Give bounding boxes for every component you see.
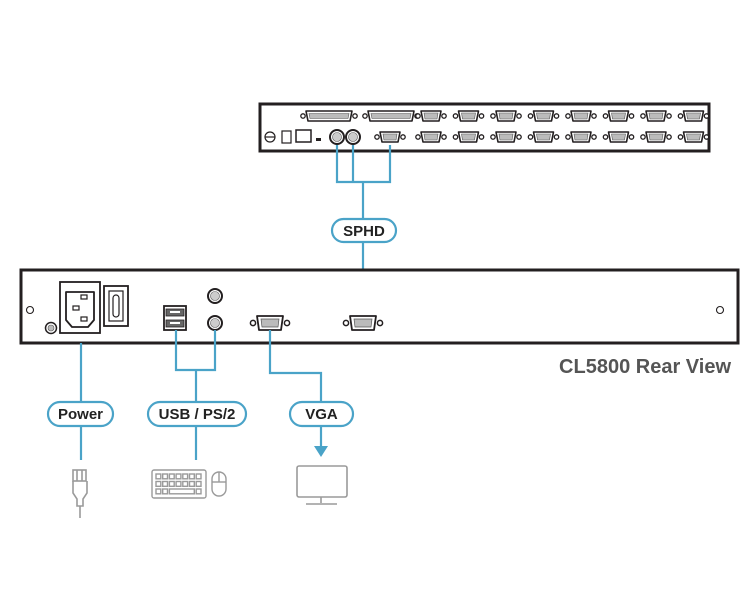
power-jack: [281, 130, 292, 144]
keyboard-key: [168, 473, 175, 480]
power-plug-icon: [72, 469, 88, 518]
ps2-port-bottom: [207, 315, 223, 331]
keyboard-icon: [151, 469, 207, 499]
keyboard-key: [161, 480, 169, 488]
keyboard-key: [175, 473, 182, 480]
vga-label: VGA: [288, 400, 355, 428]
keyboard-key: [195, 473, 202, 480]
keyboard-key: [155, 473, 162, 480]
sphd-label: SPHD: [330, 217, 398, 244]
ps2-port-keyboard: [329, 129, 345, 145]
keyboard-key: [175, 480, 182, 488]
keyboard-spacebar: [168, 488, 195, 495]
usb-ps2-label-text: USB / PS/2: [159, 406, 236, 423]
keyboard-key: [195, 488, 202, 495]
usb-ps2-cable: [174, 330, 217, 460]
keyboard-key: [188, 480, 196, 488]
mouse-icon: [211, 471, 227, 497]
power-label-text: Power: [58, 406, 103, 423]
parallel-port-2: [361, 110, 421, 122]
keyboard-key: [188, 473, 196, 480]
power-switch: [103, 285, 129, 327]
keyboard-key: [195, 480, 202, 488]
ps2-port-top: [207, 288, 223, 304]
keyboard-key: [182, 473, 189, 480]
arrow-down-icon: [314, 446, 328, 457]
keyboard-key: [155, 480, 162, 488]
ps2-port-mouse: [345, 129, 361, 145]
power-label: Power: [46, 400, 115, 428]
ground-screw-icon: [44, 321, 58, 335]
sphd-label-text: SPHD: [343, 223, 385, 240]
keyboard-key: [161, 488, 169, 495]
kvm-switch-rear-panel: [258, 102, 711, 153]
ground-icon: [264, 131, 276, 143]
keyboard-key: [182, 480, 189, 488]
keyboard-key: [168, 480, 175, 488]
usb-ports: [163, 305, 187, 331]
mount-hole-right: [715, 305, 725, 315]
monitor-icon: [296, 465, 348, 505]
keyboard-key: [155, 488, 162, 495]
usb-ps2-label: USB / PS/2: [146, 400, 248, 428]
power-socket: [59, 281, 101, 334]
vga-label-text: VGA: [305, 406, 338, 423]
diagram-title: CL5800 Rear View: [559, 356, 731, 378]
keyboard-key: [161, 473, 169, 480]
led-indicator: [316, 138, 321, 141]
ethernet-port: [295, 129, 312, 143]
cl5800-rear-panel: [19, 268, 740, 345]
parallel-port-1: [299, 110, 359, 122]
mount-hole-left: [25, 305, 35, 315]
vga-cable: [268, 330, 323, 447]
